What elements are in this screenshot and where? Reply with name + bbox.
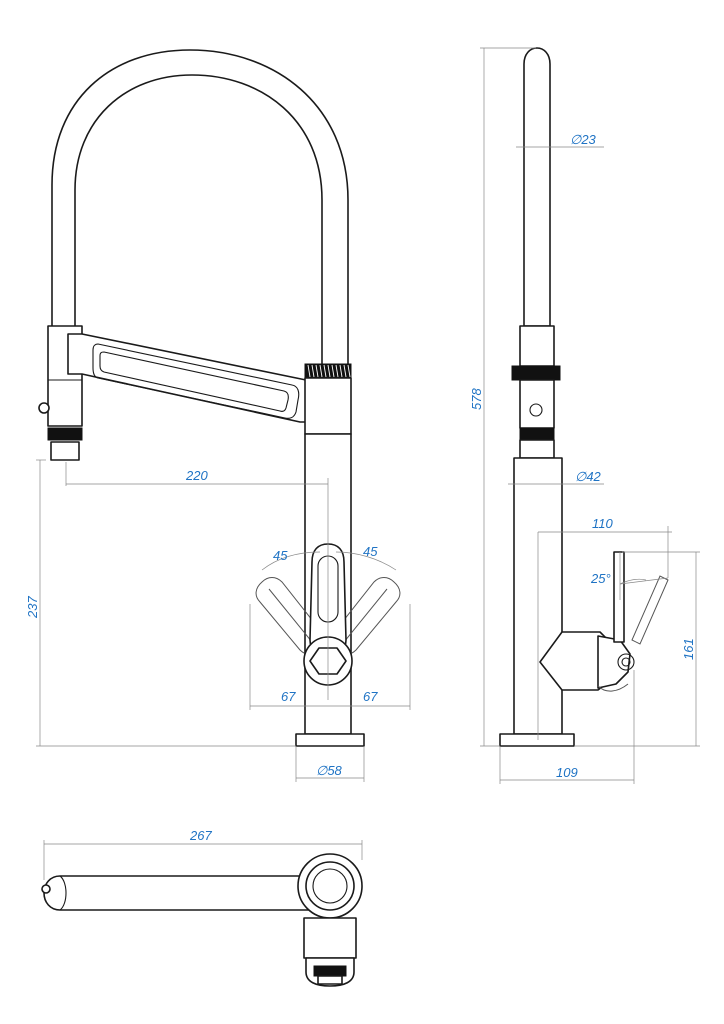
dim-label-angle-left: 45 [273,548,288,563]
hose-arch [51,49,349,366]
dim-label-offset-left: 67 [281,689,296,704]
dim-lever-angle [619,552,669,600]
angle-arc-left [261,551,321,571]
knurl-tick [307,364,311,378]
top-body-circle [297,853,363,919]
knurl-tick [347,364,351,378]
front-view: 220 45 45 67 67 237 ∅58 [25,49,411,782]
dim-label-base-diameter: ∅58 [316,763,343,778]
side-lever [597,551,669,692]
dim-label-lever-height: 161 [681,638,696,660]
knurl-tick [335,364,339,378]
dim-spray-height [36,459,296,747]
side-hose [523,47,551,327]
side-view: ∅23 ∅42 578 110 25° 1 [469,47,700,784]
dim-handle-offsets [249,604,411,710]
dim-label-angle-right: 45 [363,544,378,559]
side-spray-head [511,325,561,459]
spout-arm [67,333,307,423]
dim-label-spout-reach: 220 [185,468,208,483]
knurl-tick [339,364,343,378]
top-spout-bar [43,875,319,911]
dim-base-diameter [295,746,365,782]
dim-label-offset-right: 67 [363,689,378,704]
dim-label-top-length: 267 [189,828,212,843]
dim-label-total-height: 578 [469,388,484,410]
base-plate [295,733,365,747]
top-handle [303,917,357,987]
knurl-tick [327,364,331,378]
dim-side-depth [499,670,635,784]
dim-top-length [43,840,363,880]
knurled-ring [304,363,352,379]
top-spray-button [41,884,51,894]
knurl-tick [331,364,335,378]
knurl-tick [311,364,315,378]
dim-label-hose-diameter: ∅23 [570,132,597,147]
knurl-tick [323,364,327,378]
dim-label-side-reach: 110 [592,516,613,531]
dim-label-side-depth: 109 [556,765,578,780]
knurl-tick [315,364,319,378]
dim-label-body-diameter: ∅42 [575,469,602,484]
knurl-tick [319,364,323,378]
side-base [499,733,575,747]
dim-spout-reach [65,462,329,700]
dim-label-lever-angle: 25° [590,571,611,586]
top-view: 267 [41,828,363,987]
dim-lever-height [574,551,700,747]
hose-arch-inner [74,74,323,366]
knurl-tick [343,364,347,378]
angle-arc-right [335,551,397,571]
dim-label-spray-height: 237 [25,596,40,619]
dim-total-height [480,47,536,747]
